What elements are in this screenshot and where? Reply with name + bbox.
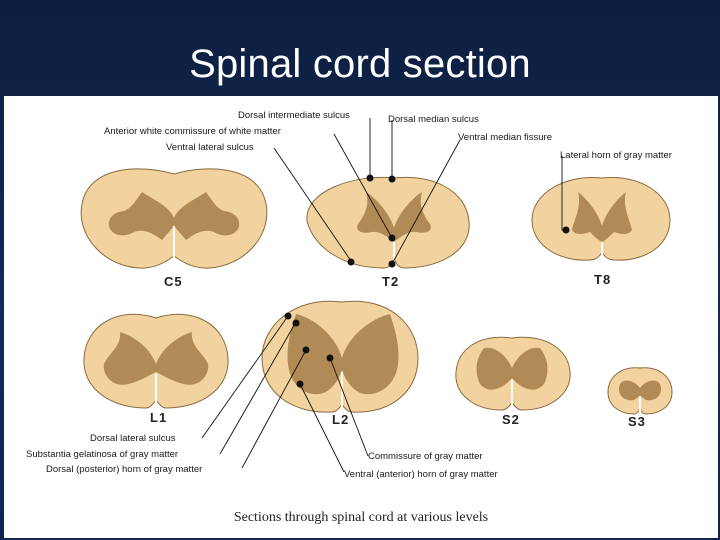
label-dorsal-intermediate-sulcus: Dorsal intermediate sulcus [238, 110, 350, 121]
label-anterior-white-commissure: Anterior white commissure of white matte… [104, 126, 281, 137]
section-s2 [455, 336, 571, 411]
section-l1 [83, 313, 229, 409]
segment-label-t8: T8 [594, 272, 612, 287]
label-dorsal-median-sulcus: Dorsal median sulcus [388, 114, 479, 125]
section-t2 [306, 176, 470, 269]
segment-label-s2: S2 [502, 412, 520, 427]
segment-label-s3: S3 [628, 414, 646, 429]
label-dorsal-lateral-sulcus: Dorsal lateral sulcus [90, 433, 176, 444]
segment-label-t2: T2 [382, 274, 400, 289]
segment-label-c5: C5 [164, 274, 183, 289]
segment-label-l2: L2 [332, 412, 350, 427]
segment-label-l1: L1 [150, 410, 168, 425]
section-t8 [531, 176, 671, 261]
spinal-cord-figure: C5 T2 T8 L1 L2 S2 S3 Dorsal intermediate… [4, 96, 718, 538]
label-substantia-gelatinosa: Substantia gelatinosa of gray matter [26, 449, 179, 460]
label-ventral-lateral-sulcus: Ventral lateral sulcus [166, 142, 254, 153]
section-c5 [80, 168, 268, 269]
marker-dots [284, 174, 570, 388]
label-dorsal-horn: Dorsal (posterior) horn of gray matter [46, 464, 203, 475]
section-s3 [607, 367, 673, 415]
label-ventral-median-fissure: Ventral median fissure [458, 132, 552, 143]
label-commissure-gray: Commissure of gray matter [368, 451, 483, 462]
figure-caption: Sections through spinal cord at various … [233, 510, 489, 525]
cord-sections-diagram [80, 118, 673, 473]
leader-lines [201, 118, 566, 473]
label-ventral-horn: Ventral (anterior) horn of gray matter [344, 469, 498, 480]
slide-title: Spinal cord section [189, 42, 531, 86]
label-lateral-horn: Lateral horn of gray matter [560, 150, 672, 161]
